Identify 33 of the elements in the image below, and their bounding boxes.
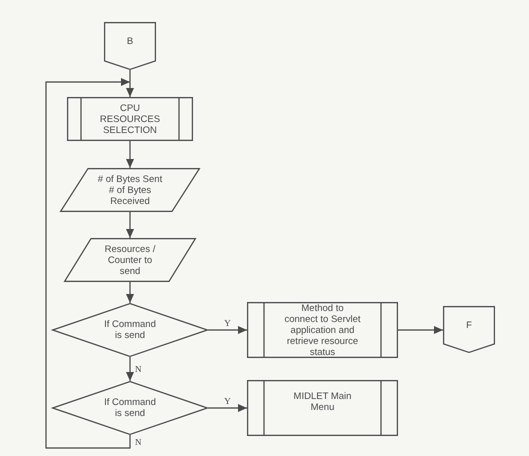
data-parallelogram <box>64 238 196 282</box>
edge-label: N <box>134 436 142 446</box>
node-text: Method to connect to Servlet application and retrieve resource status <box>284 302 362 358</box>
node-text: # of Bytes Sent <box>98 174 162 184</box>
arrow <box>126 82 134 97</box>
data-parallelogram <box>60 168 200 212</box>
arrow <box>208 404 247 412</box>
arrow <box>45 78 131 449</box>
node-text: B <box>126 36 134 47</box>
arrow <box>398 326 443 334</box>
predefined-process-box <box>67 97 193 141</box>
off-page-connector <box>443 306 495 353</box>
arrow <box>126 282 134 303</box>
node-text: Resources / Counter to send <box>104 244 156 276</box>
node-text: F <box>466 320 472 330</box>
arrow <box>126 212 134 238</box>
decision-diamond <box>52 303 208 357</box>
predefined-process-box <box>247 302 398 358</box>
arrow <box>126 357 134 381</box>
node-text: # of Bytes Received <box>108 184 152 206</box>
connector-line <box>129 70 131 82</box>
node-text: If Command is send <box>103 397 157 419</box>
edge-label: Y <box>223 318 232 328</box>
arrow <box>208 326 247 334</box>
predefined-process-box <box>247 380 398 436</box>
edge-label: Y <box>223 396 232 406</box>
node-text: If Command is send <box>103 319 157 341</box>
arrow <box>126 141 134 168</box>
node-text: CPU RESOURCES SELECTION <box>98 102 162 136</box>
decision-diamond <box>52 381 208 435</box>
node-text: MIDLET Main Menu <box>292 391 352 413</box>
off-page-connector <box>104 22 156 70</box>
edge-label: N <box>134 364 142 374</box>
